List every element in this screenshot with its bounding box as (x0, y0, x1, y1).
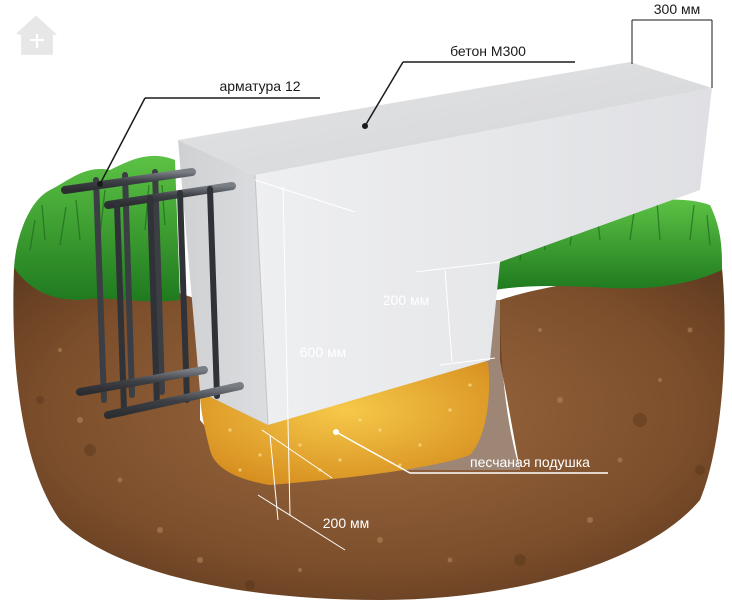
concrete-top-face (178, 62, 712, 175)
sand-cushion-label: песчаная подушка (470, 454, 590, 470)
svg-text:Как: Как (68, 20, 101, 41)
concrete-side-face (255, 88, 712, 425)
dimension-lines (97, 19, 713, 551)
rebar-cage (61, 168, 244, 419)
width-top-label: 300 мм (654, 1, 701, 17)
svg-text:правильно: правильно (106, 23, 170, 38)
concrete-edge (254, 174, 269, 426)
soil-shadow-spots (36, 396, 705, 590)
concrete-label: бетон М300 (450, 43, 526, 59)
site-logo: Как правильно Сделать (11, 12, 170, 60)
height-total-label: 600 мм (300, 344, 347, 360)
house-logo-icon (11, 12, 63, 58)
sand-cushion (200, 360, 490, 485)
depth-above-label: 200 мм (383, 292, 430, 308)
soil (13, 258, 725, 600)
soil-texture (58, 298, 693, 572)
grass-right (495, 199, 722, 290)
sand-texture (228, 383, 472, 472)
sand-depth-label: 200 мм (323, 515, 370, 531)
svg-text:Сделать: Сделать (68, 40, 150, 60)
concrete-front-face (178, 140, 268, 425)
rebar-label: арматура 12 (219, 78, 300, 94)
